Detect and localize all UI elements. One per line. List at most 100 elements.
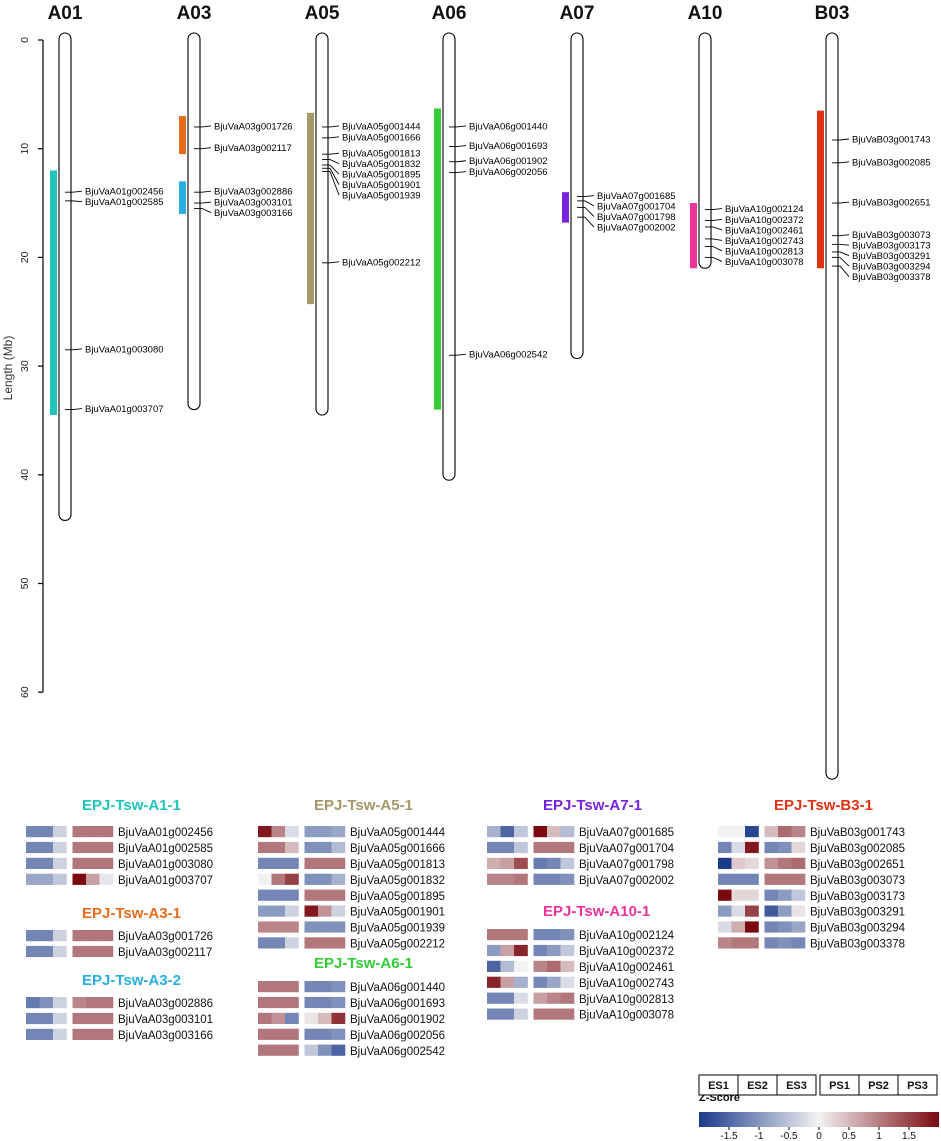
heatmap-row-label: BjuVaA10g002461 (579, 962, 674, 974)
heatmap-cell (791, 857, 806, 869)
heatmap-cell (86, 826, 100, 838)
heatmap-cell (26, 1012, 40, 1025)
heatmap-cell (258, 873, 272, 885)
heatmap-cell (53, 826, 67, 838)
heatmap-cell (53, 1012, 67, 1025)
zscore-tick-label: -1.5 (720, 1131, 738, 1141)
gene-label: BjuVaB03g003073 (852, 230, 931, 241)
heatmap-block-title: EPJ-Tsw-A5-1 (314, 797, 413, 814)
heatmap-cell (547, 944, 561, 957)
heatmap-cell (791, 937, 806, 949)
heatmap-cell (258, 1044, 272, 1056)
heatmap-cell (72, 873, 87, 885)
gene-leader-line (584, 207, 595, 217)
heatmap-cell (271, 1044, 286, 1056)
heatmap-block-epj-tsw-a10-1: EPJ-Tsw-A10-1BjuVaA10g002124BjuVaA10g002… (487, 903, 675, 1022)
heatmap-cell (318, 841, 332, 854)
gene-label: BjuVaA05g001444 (342, 121, 421, 132)
heatmap-cell (331, 857, 346, 869)
heatmap-cell (271, 905, 286, 917)
heatmap-cell (514, 857, 528, 869)
heatmap-cell (318, 826, 332, 838)
heatmap-cell (560, 873, 575, 885)
expression-heatmaps: EPJ-Tsw-A1-1BjuVaA01g002456BjuVaA01g0025… (26, 797, 906, 1058)
gene-leader-line (72, 408, 83, 411)
heatmap-cell (331, 996, 346, 1009)
heatmap-cell (718, 826, 732, 838)
heatmap-cell (560, 929, 575, 941)
heatmap-cell (487, 1008, 501, 1020)
heatmap-cell (39, 1028, 54, 1040)
heatmap-cell (26, 857, 40, 869)
zscore-tick-label: 0 (816, 1131, 822, 1141)
legend-column-box (897, 1074, 938, 1096)
chromosome-name: B03 (815, 3, 850, 24)
gene-leader-line (839, 161, 850, 164)
heatmap-cell (331, 905, 346, 917)
axis-tick-label: 40 (19, 469, 31, 481)
heatmap-cell (560, 992, 575, 1004)
gene-leader-line (712, 218, 723, 221)
heatmap-cell (26, 841, 40, 854)
heatmap-cell (285, 937, 299, 949)
heatmap-cell (86, 930, 100, 942)
heatmap-cell (304, 889, 319, 901)
heatmap-cell (86, 1012, 100, 1025)
heatmap-cell (487, 857, 501, 869)
heatmap-cell (514, 873, 528, 885)
heatmap-block-title: EPJ-Tsw-A3-1 (82, 905, 181, 922)
gene-label: BjuVaA10g002813 (725, 246, 804, 257)
gene-label: BjuVaA06g001440 (469, 121, 548, 132)
heatmap-cell (271, 921, 286, 933)
heatmap-block-title: EPJ-Tsw-A7-1 (543, 797, 642, 814)
chromosome-body (570, 32, 584, 360)
heatmap-row-label: BjuVaA05g001901 (350, 907, 445, 919)
heatmap-cell (547, 873, 561, 885)
legend-column-label: ES1 (708, 1080, 729, 1092)
heatmap-cell (745, 937, 759, 949)
heatmap-cell (731, 905, 746, 917)
gene-leader-line (329, 168, 340, 185)
heatmap-cell (500, 857, 515, 869)
heatmap-cell (487, 841, 501, 854)
axis-tick-label: 10 (19, 143, 31, 155)
heatmap-cell (533, 841, 548, 854)
zscore-tick-label: 0.5 (842, 1131, 856, 1141)
gene-label: BjuVaA03g003101 (214, 198, 293, 209)
gene-leader-line (329, 164, 340, 175)
heatmap-cell (39, 1012, 54, 1025)
heatmap-cell (514, 944, 528, 957)
gene-leader-line (201, 201, 212, 204)
heatmap-cell (26, 997, 40, 1009)
axis-tick-label: 20 (19, 251, 31, 263)
heatmap-cell (514, 826, 528, 838)
heatmap-cell (318, 937, 332, 949)
heatmap-row-label: BjuVaA03g002886 (118, 998, 213, 1010)
gene-leader-line (839, 234, 850, 237)
heatmap-cell (304, 1044, 319, 1056)
heatmap-row-label: BjuVaA10g003078 (579, 1010, 674, 1022)
heatmap-cell (285, 841, 299, 854)
heatmap-cell (500, 976, 515, 988)
gene-leader-line (839, 257, 850, 267)
heatmap-cell (304, 921, 319, 933)
gene-leader-line (201, 147, 212, 150)
heatmap-cell (53, 997, 67, 1009)
axis-tick-label: 0 (19, 37, 31, 43)
heatmap-cell (533, 976, 548, 988)
heatmap-row-label: BjuVaB03g003378 (810, 939, 905, 951)
heatmap-cell (745, 841, 759, 854)
heatmap-row-label: BjuVaA03g003166 (118, 1030, 213, 1042)
gene-label: BjuVaA05g001666 (342, 132, 421, 143)
gene-label: BjuVaA01g003707 (85, 404, 164, 415)
gene-label: BjuVaB03g002085 (852, 157, 931, 168)
heatmap-cell (745, 905, 759, 917)
heatmap-cell (271, 937, 286, 949)
heatmap-cell (718, 841, 732, 854)
heatmap-cell (304, 905, 319, 917)
gene-label: BjuVaA10g002372 (725, 215, 804, 226)
heatmap-row-label: BjuVaA06g002056 (350, 1030, 445, 1042)
